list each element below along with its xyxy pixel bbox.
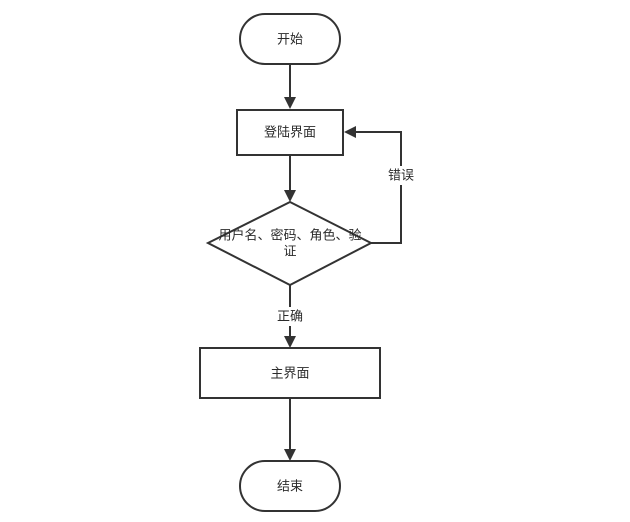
login-label: 登陆界面 — [264, 125, 316, 141]
verify-decision-node: 用户名、密码、角色、验 证 — [205, 200, 374, 287]
error-edge-label: 错误 — [388, 169, 414, 184]
login-node: 登陆界面 — [236, 109, 344, 156]
verify-label-line1: 用户名、密码、角色、验 — [218, 228, 361, 244]
end-node: 结束 — [239, 460, 341, 512]
main-node: 主界面 — [199, 347, 381, 399]
start-node: 开始 — [239, 13, 341, 65]
edge-login-to-verify — [284, 155, 296, 202]
edge-start-to-login — [284, 64, 296, 109]
start-label: 开始 — [277, 33, 303, 48]
end-label: 结束 — [277, 480, 303, 495]
correct-edge-label: 正确 — [277, 310, 303, 325]
edge-main-to-end — [284, 398, 296, 461]
main-label: 主界面 — [270, 367, 309, 382]
verify-label-line2: 证 — [283, 245, 296, 260]
edge-verify-to-main-correct: 正确 — [275, 285, 306, 348]
edge-verify-to-login-error: 错误 — [344, 126, 417, 244]
